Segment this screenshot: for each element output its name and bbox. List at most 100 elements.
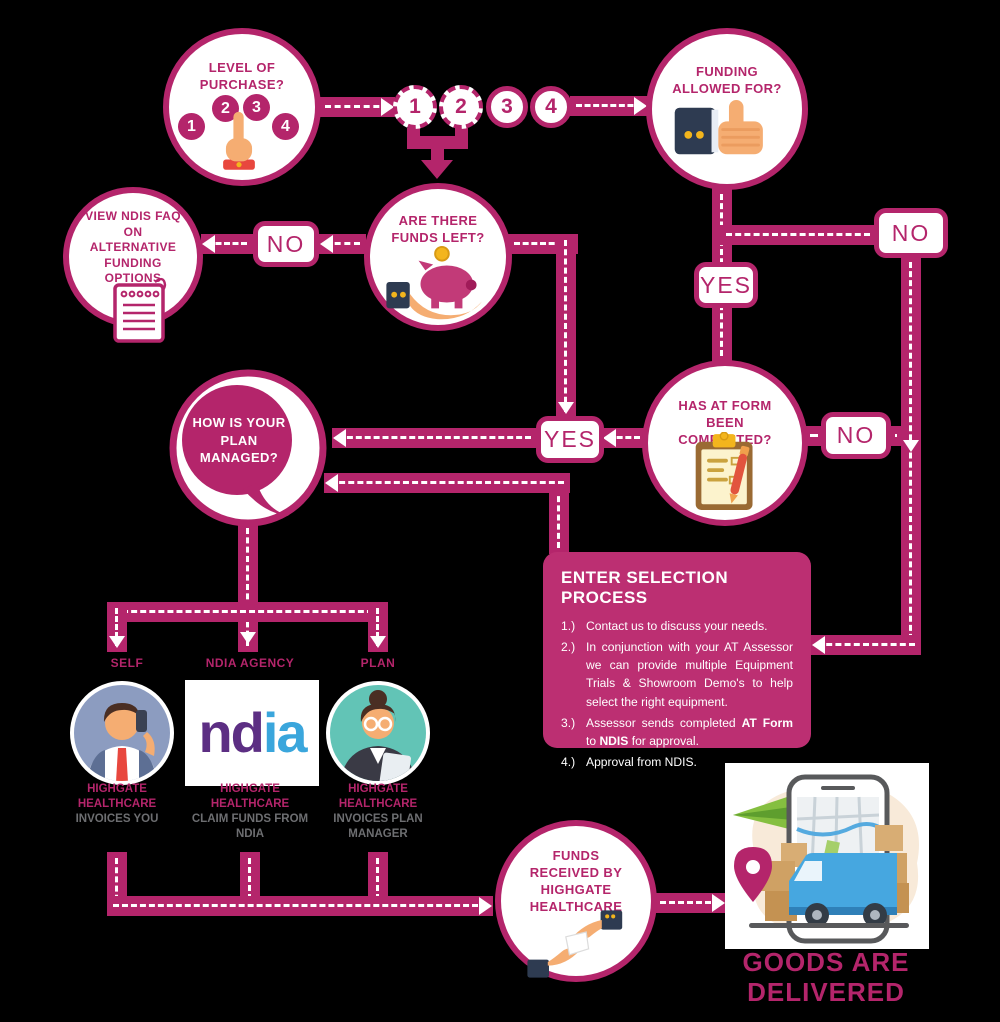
caption-brand: HIGHGATE HEALTHCARE [77, 783, 157, 810]
ndia-logo-nd: nd [198, 701, 264, 764]
number-badge-3: 3 [243, 94, 270, 121]
arrow-right-icon [479, 897, 492, 915]
node-title: ARE THERE FUNDS LEFT? [391, 213, 485, 245]
item-text-bold: NDIS [599, 733, 629, 748]
branch-bar [107, 602, 388, 622]
enter-selection-process-panel: ENTER SELECTION PROCESS 1.) Contact us t… [543, 552, 811, 769]
step-2: 2 [439, 85, 483, 129]
connector-atform-yes [602, 428, 646, 448]
item-text: Assessor sends completed AT Form to NDIS… [586, 714, 793, 750]
arrow-down-icon [370, 636, 386, 648]
item-number: 2.) [561, 640, 576, 655]
arrow-down-icon [558, 402, 574, 414]
node-title: FUNDS RECEIVED BY HIGHGATE HEALTHCARE [529, 848, 623, 914]
delivery-illustration [725, 763, 929, 949]
tablet-woman-avatar [326, 681, 430, 785]
node-funds-left: ARE THERE FUNDS LEFT? [364, 183, 512, 331]
ndia-logo-ia: ia [262, 701, 308, 764]
step-1: 1 [393, 85, 437, 129]
arrow-down-icon [903, 440, 919, 452]
branch-left [107, 602, 127, 652]
arrow-right-icon [381, 98, 394, 116]
item-text-part: Assessor sends completed [586, 715, 742, 730]
item-number: 1.) [561, 619, 576, 633]
badge-label: 2 [221, 99, 230, 117]
connector-bubble-down [238, 522, 258, 652]
item-text-bold: AT Form [741, 715, 793, 730]
stub-plan [368, 852, 388, 906]
panel-title: ENTER SELECTION PROCESS [561, 568, 729, 607]
arrow-left-icon [603, 429, 616, 447]
item-text: Contact us to discuss your needs. [586, 619, 768, 633]
item-text: Approval from NDIS. [586, 754, 697, 769]
arrow-right-icon [634, 97, 647, 115]
connector-bottom-line [107, 896, 493, 916]
bracket-stem [431, 140, 444, 162]
node-title: HOW IS YOUR PLAN MANAGED? [192, 415, 286, 466]
arrow-right-icon [712, 894, 725, 912]
connector-into-selection [811, 635, 921, 655]
connector-no-vertical [889, 426, 903, 446]
connector-funding-no [720, 225, 876, 245]
branch-label-self: SELF [110, 656, 144, 670]
caption-action: CLAIM FUNDS FROM NDIA [191, 812, 309, 840]
node-ndis-faq: VIEW NDIS FAQ ON ALTERNATIVE FUNDING OPT… [63, 187, 203, 343]
no-box-funds-left: NO [253, 221, 319, 267]
connector-yes-bubble [332, 428, 537, 448]
list-item: 1.) Contact us to discuss your needs. [561, 617, 793, 635]
clipboard-icon [695, 432, 753, 510]
location-pin-icon [734, 847, 772, 902]
connector-atform-no [804, 426, 824, 446]
item-text-part: to [586, 733, 600, 748]
piggy-bank-icon [386, 245, 482, 320]
stub-ndia [240, 852, 260, 906]
caption-action: INVOICES PLAN MANAGER [333, 812, 423, 840]
thumbs-up-icon [674, 100, 763, 155]
yes-box-funding: YES [694, 262, 758, 308]
branch-right [368, 602, 388, 652]
list-item: 4.) Approval from NDIS. [561, 753, 793, 771]
no-label: NO [266, 230, 306, 257]
branch-label-plan: PLAN [360, 656, 396, 670]
step-3: 3 [486, 86, 528, 128]
node-funds-received: FUNDS RECEIVED BY HIGHGATE HEALTHCARE [495, 820, 657, 982]
connector-steps-funding [570, 96, 648, 116]
arrow-left-icon [333, 429, 346, 447]
caption-self: HIGHGATE HEALTHCARE INVOICES YOU [55, 782, 179, 827]
arrow-left-icon [320, 235, 333, 253]
yes-label: YES [699, 271, 753, 298]
item-number: 3.) [561, 715, 576, 730]
ndia-logo: ndia [185, 680, 319, 786]
arrow-left-icon [812, 636, 825, 654]
no-label: NO [891, 219, 931, 246]
list-item: 2.) In conjunction with your AT Assessor… [561, 638, 793, 711]
connector-funds-delivery [654, 893, 726, 913]
item-number: 4.) [561, 754, 576, 769]
caption-action: INVOICES YOU [75, 812, 159, 825]
no-box-funding: NO [874, 208, 948, 258]
caption-ndia: HIGHGATE HEALTHCARE CLAIM FUNDS FROM NDI… [188, 782, 312, 842]
node-title: VIEW NDIS FAQ ON ALTERNATIVE FUNDING OPT… [85, 209, 181, 286]
arrow-left-icon [202, 235, 215, 253]
no-box-atform: NO [821, 412, 891, 459]
caption-brand: HIGHGATE HEALTHCARE [210, 783, 290, 810]
branch-label-ndia: NDIA AGENCY [205, 656, 295, 670]
connector-down-yes [556, 234, 576, 418]
item-text: In conjunction with your AT Assessor we … [586, 640, 793, 709]
connector-fundsleft-no [319, 234, 366, 254]
pointing-hand-icon [223, 111, 255, 170]
badge-label: 3 [252, 98, 261, 116]
yes-box-atform: YES [536, 416, 604, 463]
connector-no-faq [201, 234, 253, 254]
phone-man-avatar [70, 681, 174, 785]
notepad-icon [113, 277, 167, 343]
ndia-logo-text: ndia [198, 705, 307, 761]
node-at-form: HAS AT FORM BEEN COMPLETED? [642, 360, 808, 526]
step-2-label: 2 [455, 95, 467, 118]
delivery-graphic [733, 774, 919, 944]
node-level-of-purchase: LEVEL OF PURCHASE? 1 2 3 4 [163, 28, 321, 186]
number-badge-4: 4 [272, 113, 299, 140]
badge-label: 4 [281, 117, 290, 135]
node-title: FUNDING ALLOWED FOR? [672, 64, 782, 96]
